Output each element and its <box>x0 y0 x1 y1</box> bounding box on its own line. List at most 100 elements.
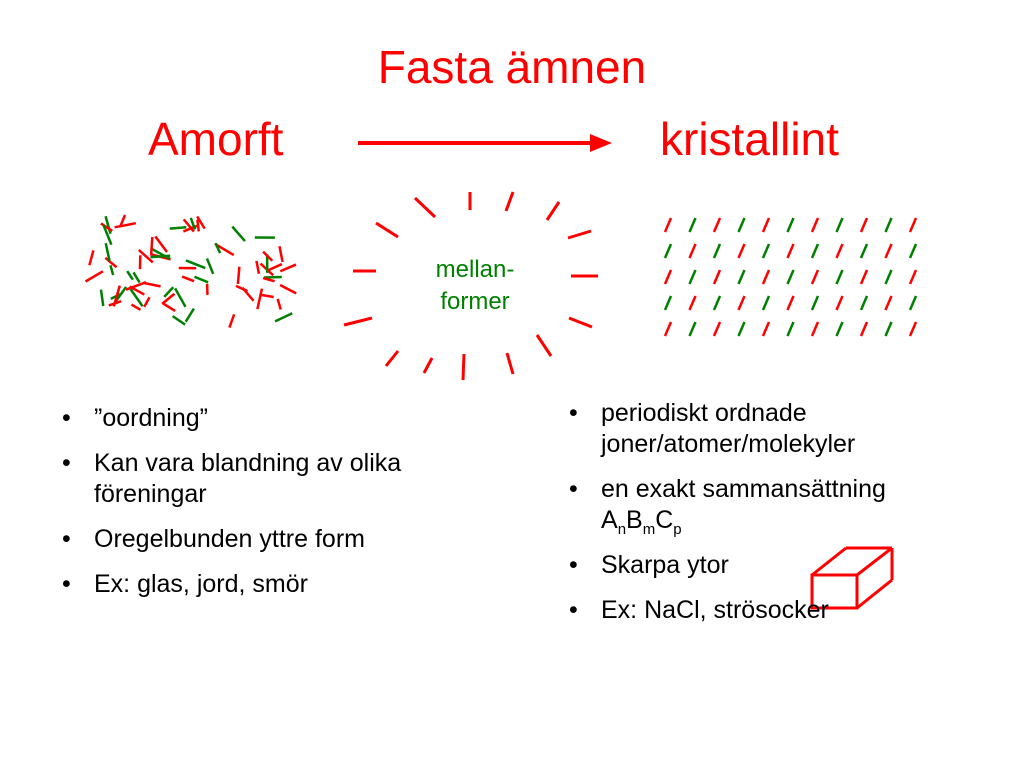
structure-dash <box>884 321 893 337</box>
structure-dash <box>154 235 168 253</box>
intermediate-label: mellan- former <box>400 254 550 318</box>
structure-dash <box>126 270 134 281</box>
intermediate-label-line1: mellan- <box>435 256 515 283</box>
formula-c: C <box>655 506 674 534</box>
structure-dash <box>276 298 282 310</box>
structure-dash <box>810 269 820 285</box>
structure-dash <box>162 302 176 312</box>
structure-dash <box>196 215 206 230</box>
amorphous-properties-list: ”oordning” Kan vara blandning av olika f… <box>56 403 486 614</box>
amorphous-heading: Amorft <box>148 113 284 165</box>
structure-dash <box>181 275 195 283</box>
chemical-formula: AnBmCp <box>601 506 682 537</box>
structure-dash <box>810 295 820 311</box>
crystalline-structure <box>663 217 918 337</box>
structure-dash <box>835 243 844 259</box>
structure-dash <box>114 286 128 303</box>
formula-p: p <box>673 521 682 538</box>
structure-dash <box>196 219 201 232</box>
structure-dash <box>104 256 118 269</box>
structure-dash <box>737 295 746 311</box>
structure-dash <box>132 271 141 284</box>
amorphous-structure <box>84 214 297 328</box>
structure-dash <box>161 292 176 305</box>
structure-dash <box>884 269 893 285</box>
structure-dash <box>663 295 673 311</box>
structure-dash <box>163 286 175 298</box>
crystalline-properties-list: periodiskt ordnade joner/atomer/molekyle… <box>563 398 1003 640</box>
structure-dash <box>102 224 113 246</box>
structure-dash <box>712 217 722 233</box>
structure-dash <box>810 217 820 233</box>
structure-dash <box>241 287 255 302</box>
list-item: periodiskt ordnade joner/atomer/molekyle… <box>563 398 1003 460</box>
structure-dash <box>267 262 283 272</box>
structure-dash <box>262 276 275 283</box>
structure-dash <box>228 313 236 328</box>
structure-dash <box>688 295 697 311</box>
structure-dash <box>835 269 844 285</box>
structure-dash <box>130 303 142 311</box>
structure-dash <box>884 243 893 259</box>
structure-dash <box>835 321 844 337</box>
structure-dash <box>761 321 771 337</box>
structure-dash <box>109 264 115 276</box>
structure-dash <box>737 269 746 285</box>
structure-dash <box>279 263 297 273</box>
structure-dash <box>786 243 795 259</box>
structure-dash <box>761 217 771 233</box>
structure-dash <box>278 246 284 263</box>
structure-dash <box>761 295 771 311</box>
structure-dash <box>143 281 161 288</box>
structure-dash <box>88 250 95 266</box>
structure-dash <box>712 243 722 259</box>
structure-dash <box>125 281 147 291</box>
structure-dash <box>189 217 197 230</box>
structure-dash <box>786 295 795 311</box>
list-item: Ex: glas, jord, smör <box>56 569 486 600</box>
structure-dash <box>279 283 297 295</box>
structure-dash <box>908 243 918 259</box>
structure-dash <box>786 269 795 285</box>
structure-dash <box>112 285 121 307</box>
structure-dash <box>712 321 722 337</box>
structure-dash <box>255 260 261 275</box>
structure-dash <box>119 214 127 226</box>
structure-dash <box>214 242 222 254</box>
structure-dash <box>231 225 246 242</box>
structure-dash <box>737 321 746 337</box>
structure-dash <box>859 295 869 311</box>
structure-dash <box>663 321 673 337</box>
structure-dash <box>194 275 209 284</box>
structure-dash <box>908 269 918 285</box>
structure-dash <box>205 258 215 275</box>
list-item-formula: en exakt sammansättning AnBmCp <box>563 474 1003 537</box>
formula-a: A <box>601 506 618 534</box>
structure-dash <box>99 289 105 307</box>
structure-dash <box>104 242 111 262</box>
structure-dash <box>688 217 697 233</box>
formula-n: n <box>617 521 627 538</box>
structure-dash <box>712 269 722 285</box>
list-item: Ex: NaCl, strösocker <box>563 595 1003 626</box>
structure-dash <box>908 217 918 233</box>
structure-dash <box>859 217 869 233</box>
structure-dash <box>835 295 844 311</box>
crystalline-heading: kristallint <box>660 113 839 165</box>
structure-dash <box>182 218 195 233</box>
list-item: Oregelbunden yttre form <box>56 524 486 555</box>
structure-dash <box>688 321 697 337</box>
structure-dash <box>264 275 282 279</box>
structure-dash <box>84 270 104 283</box>
structure-dash <box>884 217 893 233</box>
structure-dash <box>859 269 869 285</box>
structure-dash <box>761 243 771 259</box>
structure-dash <box>859 243 869 259</box>
right-arrow-icon <box>358 134 612 152</box>
structure-dash <box>256 288 264 310</box>
structure-dash <box>663 269 673 285</box>
structure-dash <box>859 321 869 337</box>
composition-text: en exakt sammansättning <box>601 475 886 503</box>
structure-dash <box>185 259 206 270</box>
